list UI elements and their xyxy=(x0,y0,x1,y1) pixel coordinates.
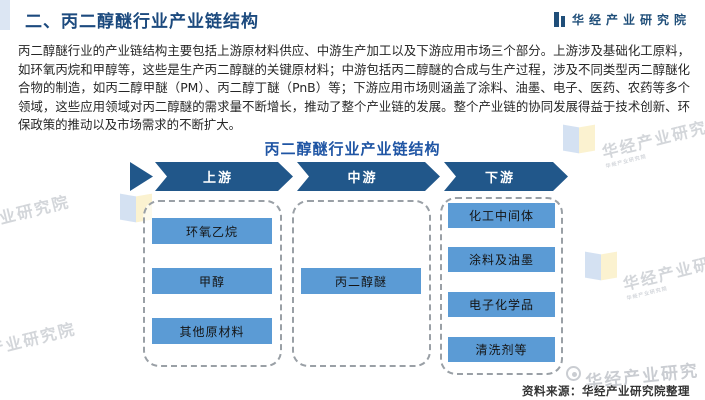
corner-decoration xyxy=(0,0,10,30)
stage-label-midstream: 中游 xyxy=(347,171,378,186)
stage-arrow-downstream: 下游 xyxy=(444,162,568,191)
downstream-item-box: 电子化学品 xyxy=(448,292,555,317)
stage-arrow-upstream: 上游 xyxy=(155,162,293,191)
brand-logo: 华经产业研究院 xyxy=(553,11,691,28)
downstream-item-box: 化工中间体 xyxy=(448,203,555,228)
watermark-eye-icon xyxy=(566,366,581,381)
upstream-item-box: 环氧乙烷 xyxy=(152,218,272,244)
upstream-item-box: 其他原材料 xyxy=(152,318,272,344)
watermark-fold-logo xyxy=(585,251,619,283)
watermark-text-left-lower: 华经产业研究院 华经产业研究院 xyxy=(0,319,78,369)
downstream-item-box: 清洗剂等 xyxy=(448,337,555,362)
stage-arrow-midstream: 中游 xyxy=(297,162,440,191)
brand-logo-text: 华经产业研究院 xyxy=(571,13,691,27)
watermark-text-left-upper: 华经产业研究院 xyxy=(0,191,72,241)
stage-label-downstream: 下游 xyxy=(484,171,515,186)
arrow-lead-triangle-icon xyxy=(130,162,153,191)
upstream-item-box: 甲醇 xyxy=(152,268,272,294)
intro-paragraph: 丙二醇醚行业的产业链结构主要包括上游原材料供应、中游生产加工以及下游应用市场三个… xyxy=(18,43,690,133)
brand-bars-icon xyxy=(553,12,565,27)
page-title: 二、丙二醇醚行业产业链结构 xyxy=(25,12,259,32)
stage-label-upstream: 上游 xyxy=(202,171,233,186)
downstream-item-box: 涂料及油墨 xyxy=(448,247,555,272)
watermark-text-mid-right: 华经产业研究院 华经产业研究院 xyxy=(621,245,705,302)
source-note: 资料来源：华经产业研究院整理 xyxy=(522,384,690,398)
midstream-item-box: 丙二醇醚 xyxy=(301,268,421,294)
diagram-title: 丙二醇醚行业产业链结构 xyxy=(264,140,441,158)
